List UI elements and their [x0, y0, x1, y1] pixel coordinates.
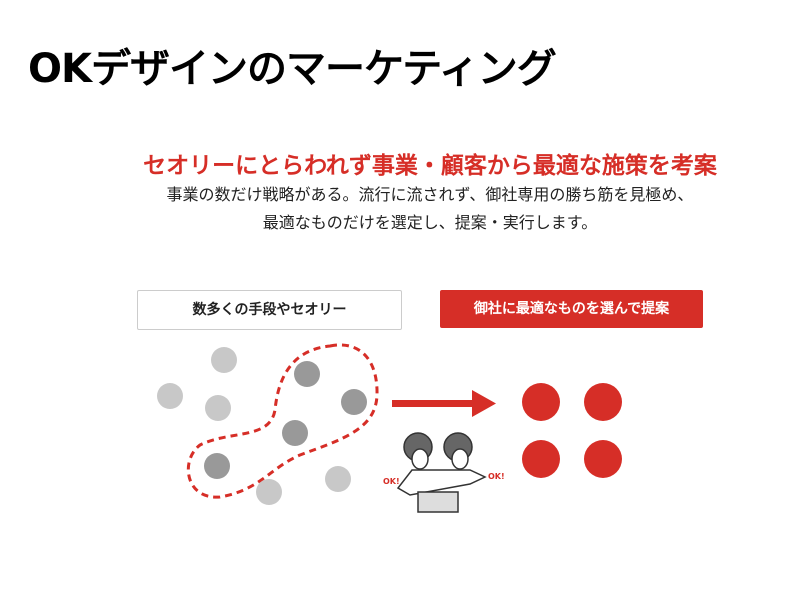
result-circle [522, 440, 560, 478]
option-circle [256, 479, 282, 505]
ok-text: OK! [488, 472, 505, 481]
option-circle [211, 347, 237, 373]
selected-option-circle [282, 420, 308, 446]
two-people-illustration [396, 432, 487, 513]
option-circle [157, 383, 183, 409]
many-methods-label: 数多くの手段やセオリー [137, 290, 402, 330]
body-line: 最適なものだけを選定し、提案・実行します。 [262, 213, 598, 232]
option-circle [205, 395, 231, 421]
option-circle [325, 466, 351, 492]
body-line: 事業の数だけ戦略がある。流行に流されず、御社専用の勝ち筋を見極め、 [166, 185, 694, 204]
optimal-proposal-label: 御社に最適なものを選んで提案 [440, 290, 703, 328]
page-title: OKデザインのマーケティング [28, 46, 557, 92]
headline: セオリーにとらわれず事業・顧客から最適な施策を考案 [143, 153, 717, 179]
selected-option-circle [341, 389, 367, 415]
selected-option-circle [204, 453, 230, 479]
result-circle [584, 383, 622, 421]
selection-dashed-outline [186, 343, 379, 499]
result-circle [584, 440, 622, 478]
ok-text: OK! [383, 477, 400, 486]
selected-option-circle [294, 361, 320, 387]
result-circle [522, 383, 560, 421]
arrow-right-icon [392, 390, 496, 417]
body-text: 事業の数だけ戦略がある。流行に流されず、御社専用の勝ち筋を見極め、 最適なものだ… [0, 181, 800, 237]
